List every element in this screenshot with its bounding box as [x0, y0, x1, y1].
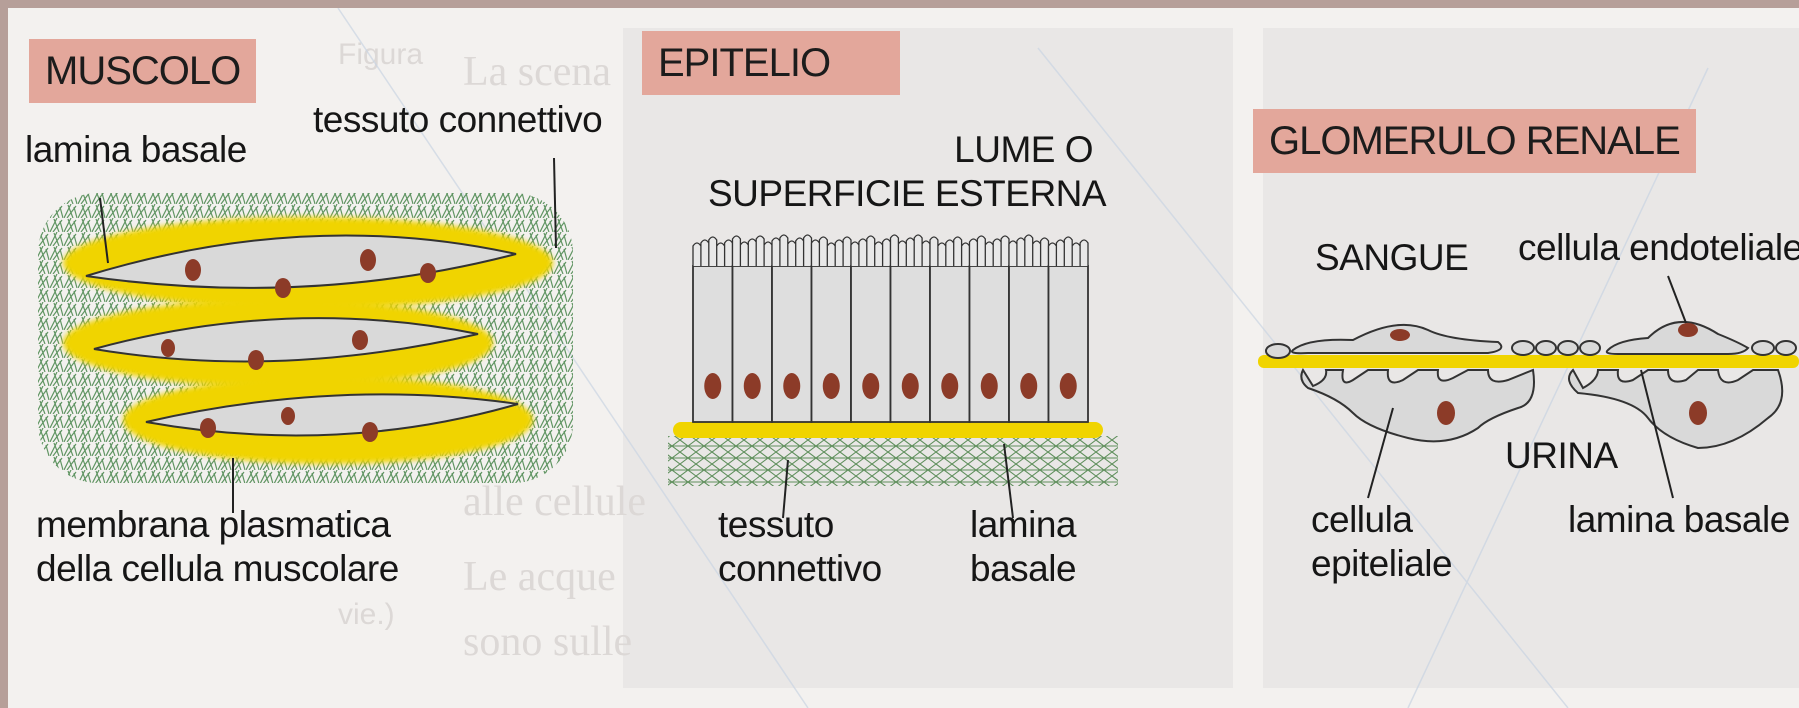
- epitelio-title: EPITELIO: [642, 31, 901, 95]
- epitelio-label-lamina-basale: lamina basale: [970, 503, 1077, 592]
- epithelial-cells: [1300, 367, 1784, 450]
- epithelial-nucleus: [862, 373, 880, 399]
- epithelium-cells: [692, 234, 1089, 423]
- epitelio-tessuto-line1: tessuto: [718, 504, 834, 545]
- epithelial-nucleus: [743, 373, 761, 399]
- microvilli: [850, 235, 892, 266]
- epithelial-nucleus: [1020, 373, 1038, 399]
- endothelial-cells: [1265, 321, 1797, 359]
- epithelial-nucleus: [941, 373, 959, 399]
- epitelio-label-lume: LUME O SUPERFICIE ESTERNA: [708, 128, 1107, 217]
- figure-page: La scena alle cellule Le acque sono sull…: [8, 8, 1799, 708]
- epithelial-nucleus: [704, 373, 722, 399]
- muscolo-label-tessuto-connettivo: tessuto connettivo: [313, 99, 603, 140]
- muscolo-label-membrana: membrana plasmatica della cellula muscol…: [36, 503, 399, 592]
- epitelio-label-tessuto-connettivo: tessuto connettivo: [718, 503, 882, 592]
- microvilli: [1008, 234, 1050, 266]
- glomerulus-nuclei: [1390, 323, 1707, 425]
- epitelio-tessuto-line2: connettivo: [718, 548, 882, 590]
- epithelium-basal-lamina: [673, 422, 1103, 438]
- glomerulo-title: GLOMERULO RENALE: [1253, 109, 1696, 173]
- bleed-through-text: Figura: [338, 38, 424, 71]
- glomerulo-cellula-ep-line1: cellula: [1311, 499, 1413, 540]
- epithelial-nucleus: [783, 373, 801, 399]
- muscolo-membrana-line1: membrana plasmatica: [36, 504, 391, 545]
- glomerulo-label-cellula-endoteliale: cellula endoteliale: [1518, 227, 1799, 268]
- epithelium-leader-lines: [782, 443, 1014, 519]
- glomerulo-label-lamina-basale: lamina basale: [1568, 499, 1790, 540]
- glomerulo-cellula-ep-line2: epiteliale: [1311, 543, 1453, 585]
- epithelial-nucleus: [822, 373, 840, 399]
- microvilli: [810, 236, 852, 266]
- glomerulo-label-cellula-epiteliale: cellula epiteliale: [1311, 498, 1453, 587]
- microvilli: [1047, 236, 1089, 266]
- epitelio-lamina-line2: basale: [970, 548, 1077, 590]
- muscle-leader-lines: [99, 157, 557, 513]
- microvilli: [929, 236, 971, 266]
- microvilli: [889, 234, 931, 266]
- bleed-through-text: La scena: [463, 49, 612, 95]
- epitelio-lume-line2: SUPERFICIE ESTERNA: [708, 173, 1107, 215]
- microvilli: [692, 236, 734, 266]
- glomerulo-label-urina: URINA: [1505, 435, 1618, 476]
- microvilli: [771, 234, 813, 266]
- epithelial-nucleus: [980, 373, 998, 399]
- muscolo-membrana-line2: della cellula muscolare: [36, 548, 399, 590]
- epitelio-lamina-line1: lamina: [970, 504, 1077, 545]
- epithelial-nucleus: [901, 373, 919, 399]
- bleed-through-text: vie.): [338, 598, 395, 631]
- microvilli: [968, 235, 1010, 266]
- muscolo-title: MUSCOLO: [29, 39, 257, 103]
- muscolo-label-lamina-basale: lamina basale: [25, 129, 247, 170]
- microvilli: [731, 235, 773, 266]
- muscle-nuclei: [161, 249, 436, 442]
- glomerulus-basal-lamina: [1258, 355, 1799, 368]
- bleed-through-text: alle cellule: [463, 479, 647, 525]
- epithelium-connective-tissue: [668, 436, 1118, 486]
- bleed-through-text: Le acque: [463, 554, 616, 600]
- epitelio-lume-line1: LUME O: [954, 129, 1093, 170]
- muscle-cells: [85, 234, 519, 437]
- glomerulo-label-sangue: SANGUE: [1315, 237, 1469, 278]
- glomerulus-leader-lines: [1367, 275, 1687, 499]
- bleed-through-text: sono sulle: [463, 619, 633, 665]
- epithelial-nucleus: [1059, 373, 1077, 399]
- diagram-drawing: [38, 8, 1799, 708]
